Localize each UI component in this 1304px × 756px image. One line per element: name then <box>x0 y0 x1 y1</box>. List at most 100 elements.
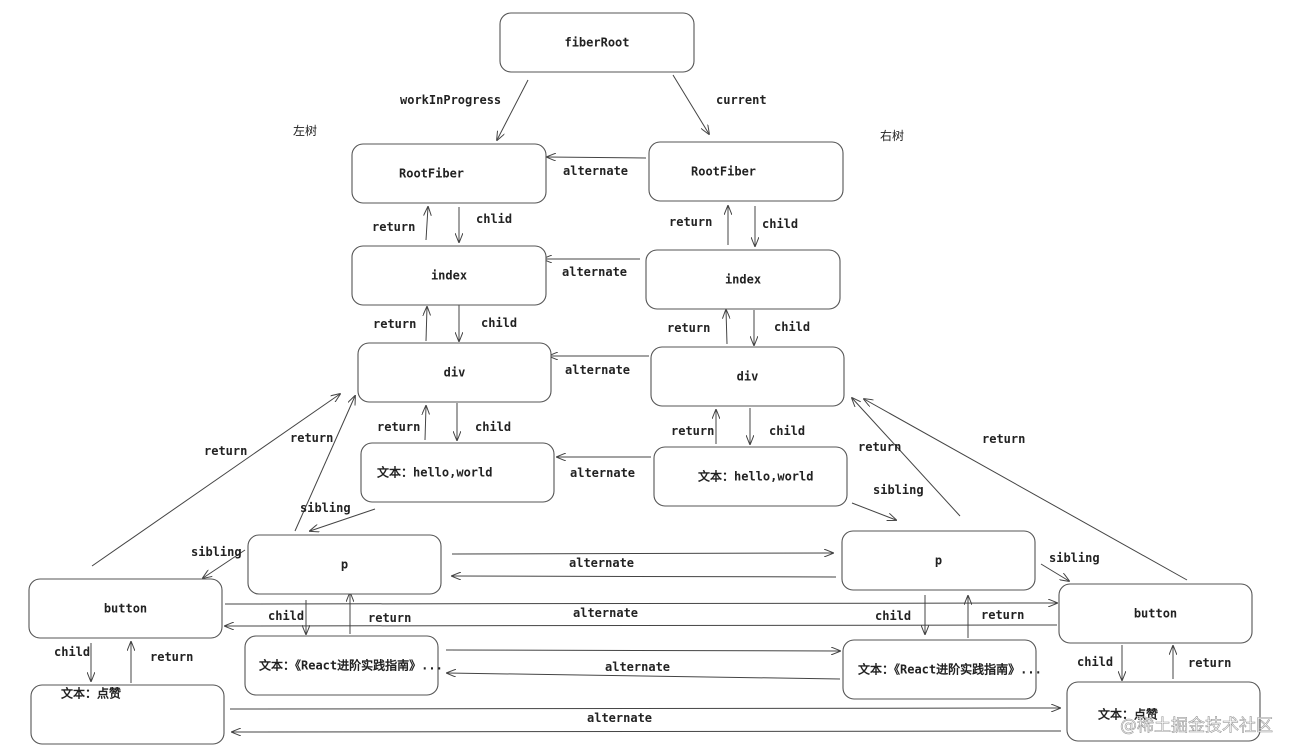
node-label: 文本：《React进阶实践指南》... <box>858 662 1042 677</box>
edge-label-e-alt-div: alternate <box>565 363 630 377</box>
node-label: RootFiber <box>691 165 756 179</box>
arrow-e-sib-p-button-right <box>1040 563 1069 581</box>
node-box <box>28 578 223 639</box>
edge-label-e-alt-react: alternate <box>605 660 670 674</box>
node-rootfiber-left: RootFiber <box>351 143 547 204</box>
node-fiberRoot: fiberRoot <box>499 12 695 73</box>
node-index-right: index <box>645 249 841 310</box>
node-label: 文本：hello,world <box>377 465 492 480</box>
edge-label-e-ret-rootfiber-left: return <box>372 220 415 234</box>
arrow-e-sib-hello-p-right <box>851 502 896 520</box>
edge-label-e-ret-rootfiber-right: return <box>669 215 712 229</box>
edge-label-e-alt-button: alternate <box>573 606 638 620</box>
arrow-e-ret-button-right <box>864 399 1188 581</box>
edge-label-e-child-button-right: child <box>1077 655 1113 669</box>
arrow-e-ret-index-left <box>426 307 427 342</box>
arrow-e-ret-p-left <box>294 396 355 532</box>
edge-label-e-ret-index-left: return <box>373 317 416 331</box>
edge-label-e-child-rootfiber-left: chlid <box>476 212 512 226</box>
edge-label-e-ret-p-react-left: return <box>368 611 411 625</box>
node-div-left: div <box>357 342 552 403</box>
node-label: p <box>341 558 348 572</box>
edge-label-e-child-button-left: child <box>54 645 90 659</box>
node-box <box>357 342 552 403</box>
node-label: RootFiber <box>399 167 464 181</box>
node-text-like-right: 文本：点赞 <box>1066 681 1261 742</box>
arrow-e-alt-like <box>229 708 1060 709</box>
edge-label-e-child-index-left: child <box>481 316 517 330</box>
arrow-e-alt-button-back <box>225 625 1058 626</box>
node-text-like-left: 文本：点赞 <box>30 684 225 745</box>
edge-label-e-ret-div-right: return <box>671 424 714 438</box>
node-text-hello-left: 文本：hello,world <box>360 442 555 503</box>
node-label: p <box>935 554 942 568</box>
node-label: 文本：hello,world <box>698 469 813 484</box>
edge-label-e-current: current <box>716 93 767 107</box>
node-label: 文本：点赞 <box>1098 707 1158 722</box>
node-box <box>842 639 1037 700</box>
edge-label-e-ret-index-right: return <box>667 321 710 335</box>
node-button-left: button <box>28 578 223 639</box>
edge-label-e-ret-button-right: return <box>982 432 1025 446</box>
edge-label-e-alt-p: alternate <box>569 556 634 570</box>
node-label: 文本：《React进阶实践指南》... <box>259 658 443 673</box>
node-text-hello-right: 文本：hello,world <box>653 446 848 507</box>
node-box <box>360 442 555 503</box>
edge-label-e-ret-p-right: return <box>858 440 901 454</box>
node-box <box>499 12 695 73</box>
node-label: div <box>444 366 466 380</box>
edge-label-e-sib-hello-p-right: sibling <box>873 483 924 497</box>
edge-label-e-sib-hello-p-left: sibling <box>300 501 351 515</box>
left-tree-label: 左树 <box>293 123 317 138</box>
edge-label-e-alt-rootfiber: alternate <box>563 164 628 178</box>
node-label: fiberRoot <box>564 36 629 50</box>
edge-label-e-ret-button-left: return <box>204 444 247 458</box>
node-box <box>247 534 442 595</box>
node-box <box>645 249 841 310</box>
arrow-e-alt-p-back <box>452 576 837 577</box>
node-box <box>653 446 848 507</box>
arrow-e-alt-p <box>451 553 833 554</box>
edge-label-e-alt-hello: alternate <box>570 466 635 480</box>
arrow-e-ret-index-right <box>726 310 727 345</box>
arrow-e-alt-like-back <box>232 731 1062 732</box>
node-label: button <box>104 602 147 616</box>
node-p-left: p <box>247 534 442 595</box>
node-index-left: index <box>351 245 547 306</box>
node-rootfiber-right: RootFiber <box>648 141 844 202</box>
right-tree-label: 右树 <box>880 128 904 143</box>
edge-label-e-ret-div-left: return <box>377 420 420 434</box>
node-label: div <box>737 370 759 384</box>
edge-label-e-ret-button-like-left: return <box>150 650 193 664</box>
arrow-e-alt-react <box>445 650 840 651</box>
arrow-e-current <box>672 74 709 134</box>
node-button-right: button <box>1058 583 1253 644</box>
node-label: button <box>1134 607 1177 621</box>
node-box <box>351 143 547 204</box>
edge-label-e-child-p-left: child <box>268 609 304 623</box>
edge-label-e-child-index-right: child <box>774 320 810 334</box>
watermark: @稀土掘金技术社区 <box>1120 716 1273 736</box>
edge-label-e-ret-p-react-right: return <box>981 608 1024 622</box>
edge-label-e-wip: workInProgress <box>400 93 501 107</box>
edge-label-e-child-p-right: child <box>875 609 911 623</box>
node-box <box>1058 583 1253 644</box>
edge-label-e-alt-index: alternate <box>562 265 627 279</box>
arrow-e-ret-div-left <box>425 406 426 441</box>
arrow-e-ret-p-right <box>852 398 961 517</box>
arrow-e-sib-p-button-left <box>203 549 246 578</box>
arrow-e-alt-button <box>224 603 1057 604</box>
node-box <box>1066 681 1261 742</box>
node-box <box>841 530 1036 591</box>
edge-label-e-alt-like: alternate <box>587 711 652 725</box>
node-box <box>650 346 845 407</box>
arrow-e-sib-hello-p-left <box>310 508 376 531</box>
node-box <box>648 141 844 202</box>
node-text-react-right: 文本：《React进阶实践指南》... <box>842 639 1042 700</box>
arrow-e-alt-rootfiber <box>547 157 647 158</box>
node-label: index <box>431 269 467 283</box>
node-p-right: p <box>841 530 1036 591</box>
edge-label-e-ret-p-left: return <box>290 431 333 445</box>
edge-label-e-child-div-right: child <box>769 424 805 438</box>
node-box <box>351 245 547 306</box>
